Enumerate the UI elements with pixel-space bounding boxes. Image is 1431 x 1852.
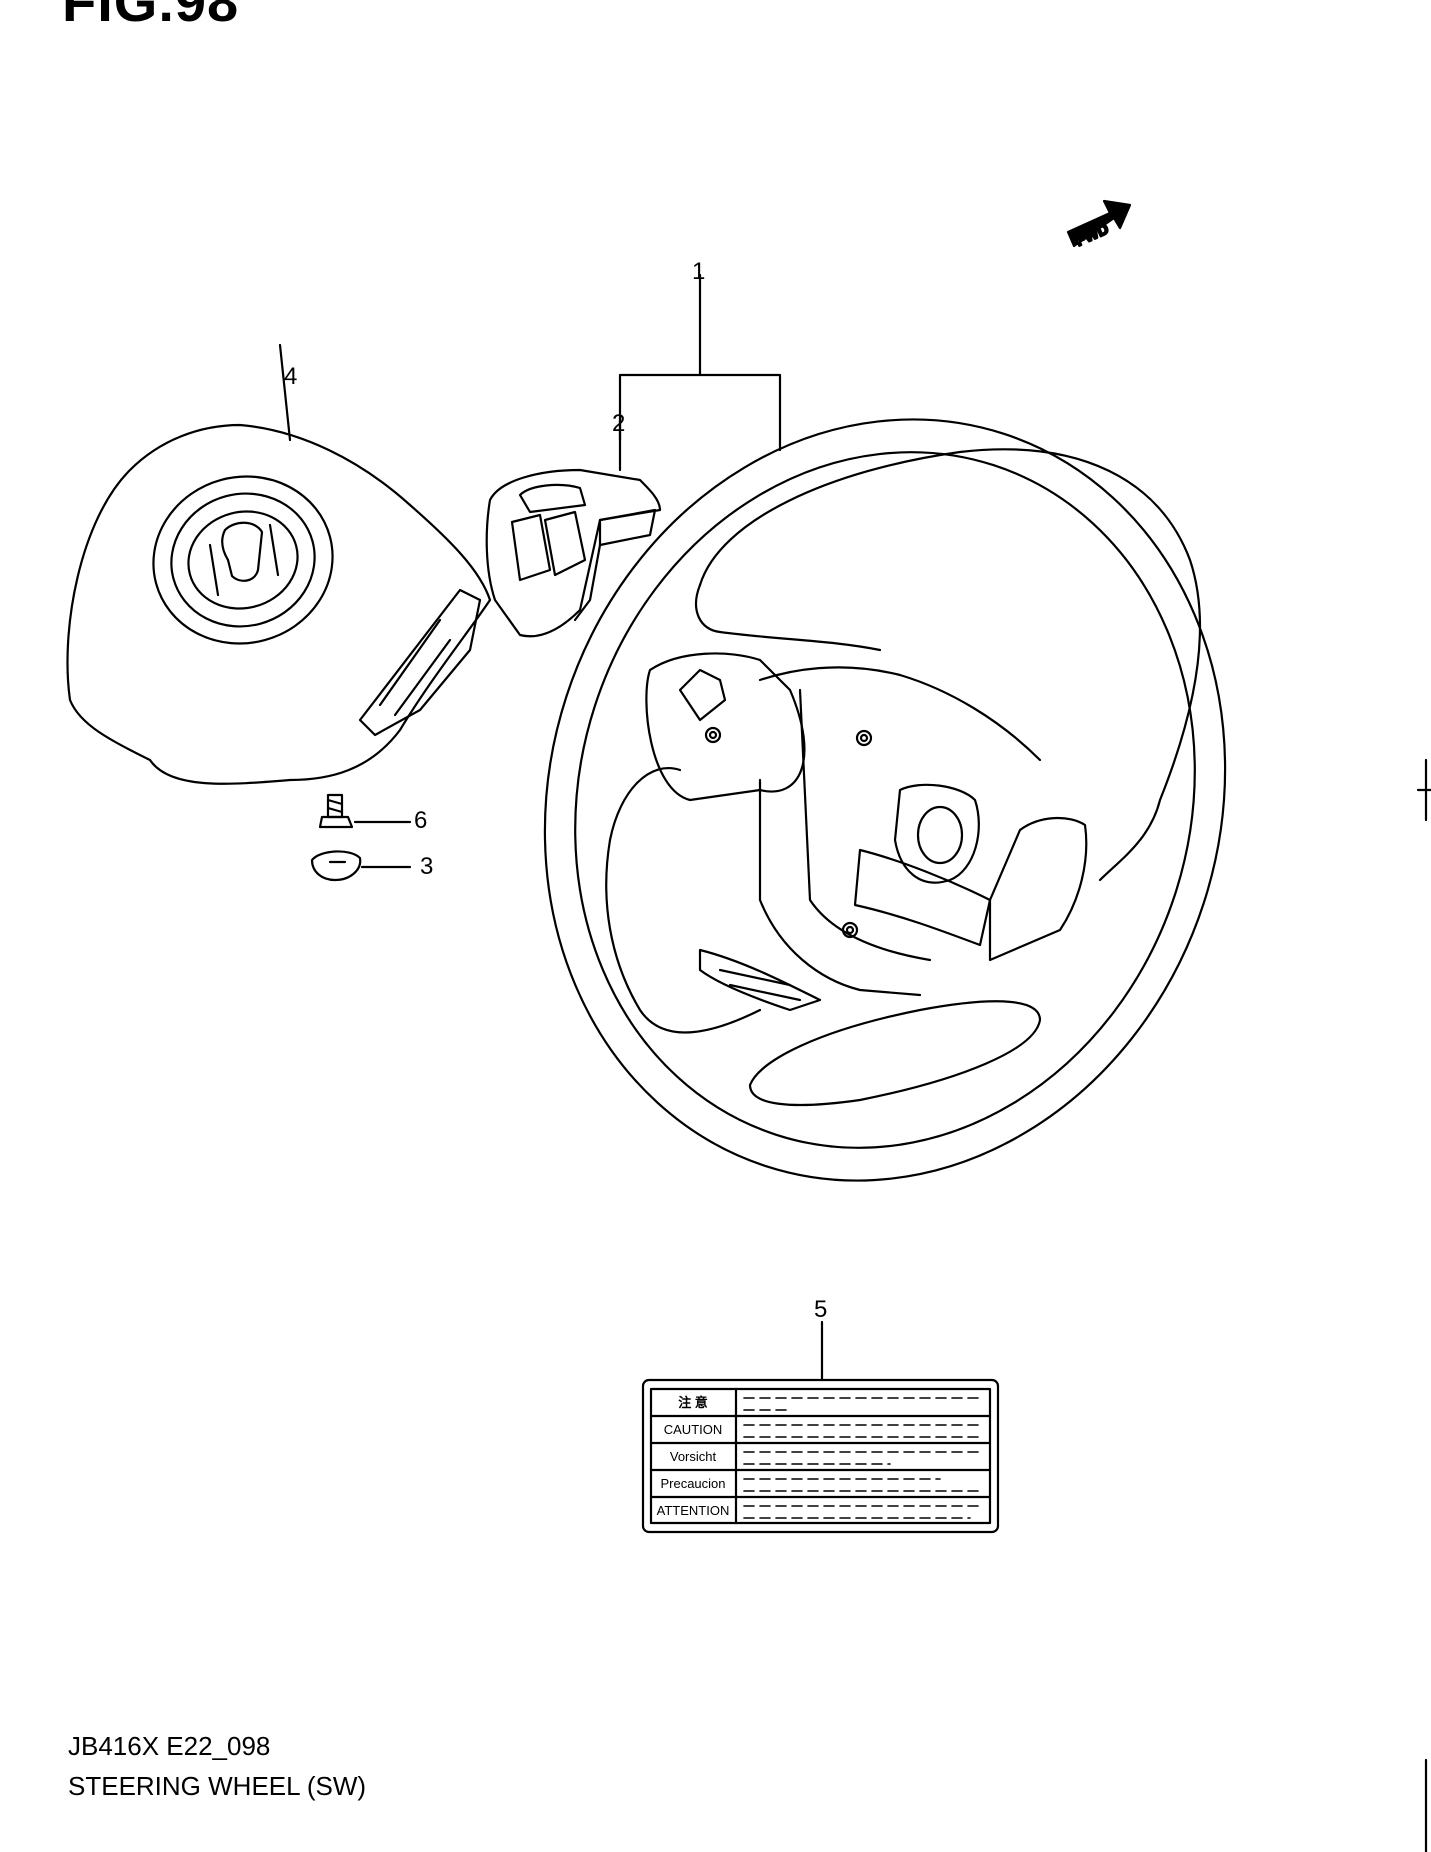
caution-label-text-lines <box>743 1397 983 1519</box>
callout-4: 4 <box>284 363 298 390</box>
callout-5: 5 <box>814 1296 828 1323</box>
label-row-attention: ATTENTION <box>656 1503 730 1518</box>
footer-code: JB416X E22_098 <box>68 1731 271 1761</box>
airbag-module-part <box>66 343 492 785</box>
label-row-caution: CAUTION <box>663 1422 723 1437</box>
callout-1: 1 <box>692 258 706 285</box>
label-row-precaucion: Precaucion <box>660 1476 726 1491</box>
steering-switch-part <box>485 418 662 638</box>
label-row-japanese: 注 意 <box>678 1395 708 1410</box>
steering-wheel-part <box>543 273 1227 1182</box>
fwd-label: FWD <box>1073 220 1111 249</box>
fwd-arrow-icon: FWD <box>1066 199 1132 251</box>
caution-label-part <box>641 1320 1000 1534</box>
bolt-part <box>318 793 412 829</box>
cap-part <box>310 850 412 882</box>
label-row-vorsicht: Vorsicht <box>669 1449 717 1464</box>
callout-3: 3 <box>420 853 434 880</box>
footer-caption: STEERING WHEEL (SW) <box>68 1771 367 1801</box>
figure-title: FIG.98 <box>62 0 240 33</box>
callout-2: 2 <box>612 410 626 437</box>
callout-6: 6 <box>414 807 428 834</box>
